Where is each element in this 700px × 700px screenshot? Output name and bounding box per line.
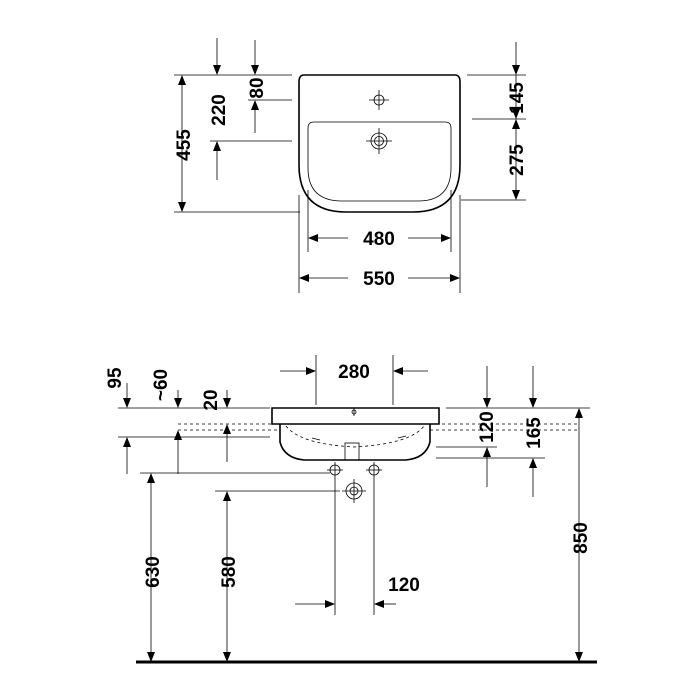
- dim-480-arrow-right: [441, 234, 451, 242]
- dim-20-arrow-bottom: [223, 424, 231, 434]
- dim-120t-arrow-top: [483, 398, 491, 408]
- dim-580-arrow-bottom: [223, 652, 231, 662]
- dim-850-arrow-bottom: [575, 652, 583, 662]
- dim-95-arrow-bottom: [123, 437, 131, 447]
- dim-60-arrow-top: [174, 398, 182, 408]
- dim-630-label: 630: [143, 556, 164, 588]
- dim-120b-label: 120: [388, 575, 420, 596]
- dim-455-label: 455: [174, 129, 195, 161]
- dim-480-label: 480: [363, 229, 395, 250]
- dim-550-label: 550: [363, 269, 395, 290]
- dim-630-arrow-top: [147, 473, 155, 483]
- dim-165-label: 165: [524, 417, 545, 449]
- dim-80-arrow-top: [251, 65, 259, 75]
- dim-95-label: 95: [105, 367, 126, 389]
- dim-120t-arrow-bottom: [483, 447, 491, 457]
- dim-220-arrow-top: [213, 65, 221, 75]
- bowl-inner-dashed: [285, 425, 425, 448]
- dim-280-arrow-right: [393, 367, 403, 375]
- dim-280-label: 280: [338, 362, 370, 383]
- dim-580-label: 580: [219, 556, 240, 588]
- dim-120b-arrow-left: [325, 600, 335, 608]
- dim-455-arrow-top: [178, 75, 186, 85]
- dim-60-label: ~60: [151, 369, 172, 401]
- dim-20-label: 20: [201, 389, 222, 410]
- dim-550-arrow-left: [299, 274, 309, 282]
- basin-bowl-front: [279, 424, 431, 461]
- basin-outline-top: [298, 74, 461, 213]
- dim-275-label: 275: [507, 144, 528, 176]
- dim-580-arrow-top: [223, 491, 231, 501]
- dim-275-arrow-top: [512, 119, 520, 129]
- bowl-outline-top: [307, 121, 452, 202]
- dim-220-arrow-bottom: [213, 141, 221, 151]
- dim-850-arrow-top: [575, 408, 583, 418]
- waste-outlet: [344, 442, 360, 461]
- dim-95-arrow-top: [123, 398, 131, 408]
- dim-275-arrow-bottom: [512, 190, 520, 200]
- dim-480-arrow-left: [308, 234, 318, 242]
- dim-120b-arrow-right: [374, 600, 384, 608]
- dim-550-arrow-right: [450, 274, 460, 282]
- dim-145-label: 145: [507, 82, 528, 114]
- dim-60-arrow-bottom: [174, 430, 182, 440]
- dim-80-arrow-bottom: [251, 100, 259, 110]
- tap-marker-circle: [351, 409, 357, 415]
- dim-455-arrow-bottom: [178, 202, 186, 212]
- dim-120t-label: 120: [477, 411, 498, 443]
- dim-145-arrow-bottom: [512, 109, 520, 119]
- top-view: 455 220 80 145 275 480: [174, 38, 528, 293]
- dim-220-label: 220: [209, 94, 230, 126]
- front-view: 280 95 ~60 20 120 165 630: [105, 355, 597, 664]
- dim-850-label: 850: [571, 522, 592, 554]
- dim-280-arrow-left: [306, 367, 316, 375]
- dim-165-arrow-top: [529, 398, 537, 408]
- dim-80-label: 80: [247, 77, 268, 98]
- fixing-mark-right: [397, 435, 407, 439]
- fixing-mark-left: [311, 437, 321, 441]
- dim-20-arrow-top: [223, 398, 231, 408]
- dim-145-arrow-top: [512, 65, 520, 75]
- dim-165-arrow-bottom: [529, 458, 537, 468]
- dim-630-arrow-bottom: [147, 652, 155, 662]
